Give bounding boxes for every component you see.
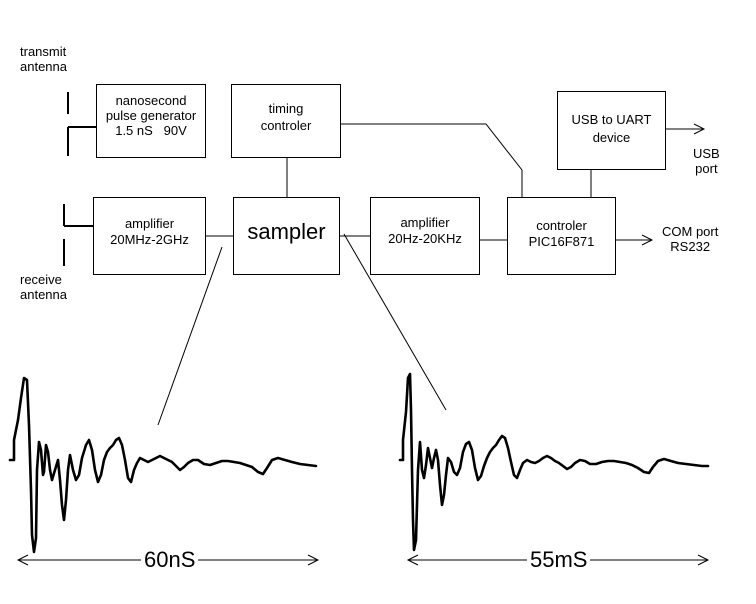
controller-block: controler PIC16F871: [507, 197, 616, 275]
pulse-generator-block: nanosecond pulse generator 1.5 nS 90V: [96, 84, 206, 158]
transmit-antenna-label-line1: transmit: [20, 44, 67, 59]
receive-antenna-label: receive antenna: [20, 272, 67, 302]
af-amplifier-line1: amplifier: [400, 215, 450, 230]
com-port-label: COM port RS232: [662, 224, 718, 254]
pulse-generator-line3: 1.5 nS 90V: [115, 123, 187, 138]
receive-antenna-icon: [63, 204, 93, 266]
af-amplifier-block: amplifier 20Hz-20KHz: [370, 197, 480, 275]
com-port-label-line1: COM port: [662, 224, 719, 239]
timing-controller-line1: timing: [268, 101, 304, 116]
sampler-block: sampler: [233, 197, 340, 275]
usb-uart-line1: USB to UART: [571, 112, 652, 127]
right-time-span-label: 55mS: [527, 547, 591, 573]
com-port-label-line2: RS232: [670, 239, 711, 254]
receive-antenna-label-line2: antenna: [20, 287, 67, 302]
usb-port-label-line2: port: [695, 161, 718, 176]
usb-uart-block: USB to UART device: [557, 91, 666, 170]
pulse-generator-line1: nanosecond: [115, 93, 187, 108]
left-time-span-label: 60nS: [141, 547, 199, 573]
receive-antenna-label-line1: receive: [20, 272, 62, 287]
usb-port-label: USB port: [693, 146, 720, 176]
rf-amplifier-line1: amplifier: [124, 216, 175, 231]
timing-controller-block: timing controler: [231, 84, 341, 158]
sampler-label: sampler: [247, 219, 326, 244]
rf-amplifier-block: amplifier 20MHz-2GHz: [93, 197, 206, 275]
usb-uart-line2: device: [592, 130, 631, 145]
left-waveform: [8, 376, 318, 554]
pulse-generator-line2: pulse generator: [105, 108, 197, 123]
usb-port-label-line1: USB: [693, 146, 720, 161]
transmit-antenna-label: transmit antenna: [20, 44, 67, 74]
timing-controller-line2: controler: [260, 118, 312, 133]
transmit-antenna-icon: [67, 92, 96, 156]
transmit-antenna-label-line2: antenna: [20, 59, 67, 74]
rf-amplifier-line2: 20MHz-2GHz: [110, 232, 189, 247]
af-amplifier-line2: 20Hz-20KHz: [388, 231, 462, 246]
right-waveform: [398, 372, 710, 552]
controller-line1: controler: [536, 218, 587, 233]
controller-line2: PIC16F871: [528, 234, 595, 249]
